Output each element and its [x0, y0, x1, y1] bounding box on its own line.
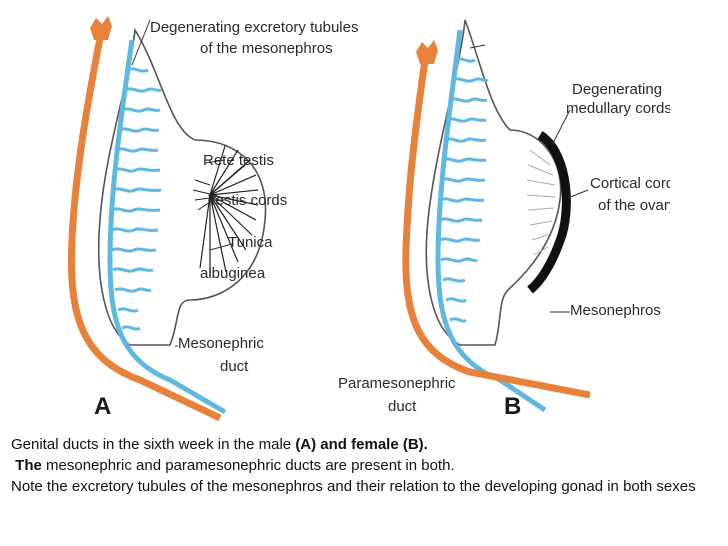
label-paramesonephric-line1: Paramesonephric [338, 375, 456, 392]
label-tubules-line1: Degenerating excretory tubules [150, 19, 358, 36]
mesonephros-body-a [97, 27, 267, 346]
label-tunica-line2: albuginea [200, 265, 266, 282]
label-cortical-line2: of the ovary [598, 197, 670, 214]
label-medullary-line2: medullary cords [566, 100, 670, 117]
testis-cords-a [199, 145, 259, 276]
label-tunica-line1: Tunica [228, 234, 273, 251]
label-tubules-line2: of the mesonephros [200, 40, 333, 57]
pointer-lines-b [469, 44, 589, 313]
panel-a: Degenerating excretory tubules of the me… [67, 16, 358, 422]
panel-letter-b: B [504, 393, 521, 420]
figure-caption: Genital ducts in the sixth week in the m… [11, 434, 723, 497]
rete-testis-a [192, 179, 211, 211]
medullary-cords-b [526, 149, 556, 256]
label-mesonephric-duct-line1: Mesonephric [178, 335, 264, 352]
mesonephric-tubules-a [111, 67, 162, 331]
label-medullary-line1: Degenerating [572, 81, 662, 98]
paramesonephric-funnel-a [90, 16, 112, 40]
label-rete-testis: Rete testis [203, 152, 274, 169]
mesonephric-tubules-b [439, 57, 489, 323]
label-mesonephros: Mesonephros [570, 302, 661, 319]
panel-b: Degenerating medullary cords Cortical co… [338, 19, 670, 420]
label-mesonephric-duct-line2: duct [220, 358, 249, 375]
caption-line1-bold: (A) and female (B). [295, 436, 428, 453]
panel-letter-a: A [94, 393, 111, 420]
caption-line2-bold: The [15, 457, 42, 474]
caption-line-1: Genital ducts in the sixth week in the m… [11, 434, 723, 455]
caption-line2-text: mesonephric and paramesonephric ducts ar… [41, 457, 455, 474]
label-testis-cords: Testis cords [208, 192, 287, 209]
cortical-cords-b [527, 131, 571, 294]
caption-line-3: Note the excretory tubules of the mesone… [11, 478, 696, 495]
paramesonephric-duct-a [67, 37, 222, 422]
label-cortical-line1: Cortical cords [590, 175, 670, 192]
paramesonephric-funnel-b [416, 40, 438, 64]
pointer-lines-a [131, 19, 233, 347]
caption-line1-text: Genital ducts in the sixth week in the m… [11, 436, 296, 453]
genital-ducts-figure: Degenerating excretory tubules of the me… [67, 16, 670, 422]
caption-line-2: The mesonephric and paramesonephric duct… [11, 455, 723, 476]
paramesonephric-duct-b [402, 59, 591, 399]
mesonephric-duct-a [107, 39, 227, 415]
label-paramesonephric-line2: duct [388, 398, 417, 415]
